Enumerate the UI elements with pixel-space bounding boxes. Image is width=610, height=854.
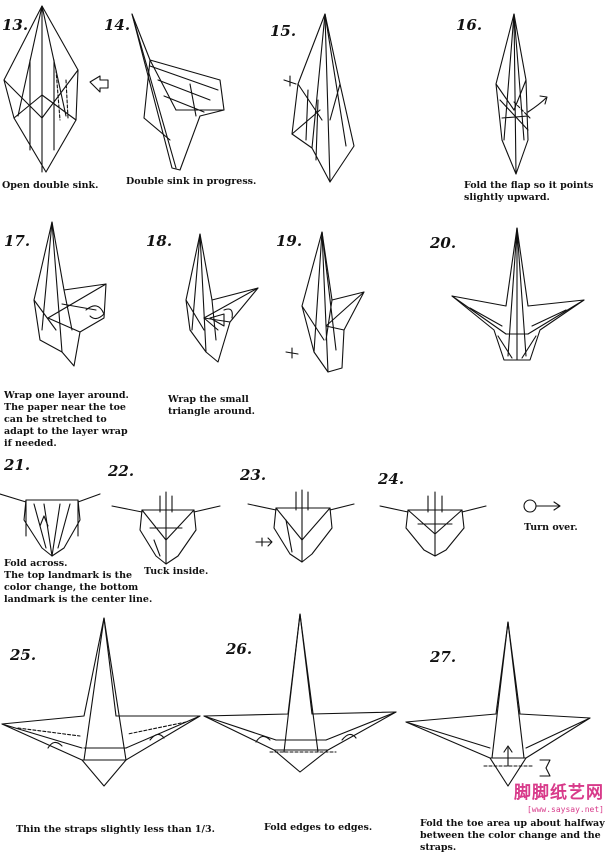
fold-up-arrow-icon: [503, 745, 513, 767]
watermark-logo: 脚脚纸艺网: [514, 783, 604, 803]
step-caption: Fold edges to edges.: [264, 822, 373, 833]
pleat-mark-icon: [283, 75, 297, 87]
watermark-url: [www.saysay.net]: [526, 805, 604, 814]
step-number: 17.: [4, 232, 31, 250]
step-15-figure: [283, 13, 355, 183]
step-number: 18.: [146, 232, 173, 250]
step-13-figure: [3, 5, 109, 173]
step-19-figure: [285, 231, 365, 373]
step-25-figure: [1, 617, 201, 787]
push-arrow-icon: [89, 75, 109, 93]
step-number: 15.: [270, 22, 297, 40]
step-number: 19.: [276, 232, 303, 250]
turn-over-caption: Turn over.: [524, 522, 578, 533]
step-caption: Double sink in progress.: [126, 176, 257, 187]
step-number: 16.: [456, 16, 483, 34]
step-caption: Tuck inside.: [144, 566, 209, 577]
turn-over-icon: [523, 499, 561, 513]
step-caption: Wrap one layer around. The paper near th…: [4, 390, 129, 449]
step-number: 14.: [104, 16, 131, 34]
watermark: 脚脚纸艺网 [www.saysay.net]: [484, 778, 604, 814]
fold-arrow-icon: [39, 515, 49, 527]
step-24-figure: [379, 491, 487, 557]
step-caption: Open double sink.: [2, 180, 99, 191]
fold-arrow-icon: [255, 735, 271, 743]
step-number: 27.: [430, 648, 457, 666]
fold-arrow-icon: [527, 97, 547, 113]
step-number: 26.: [226, 640, 253, 658]
step-23-figure: [247, 489, 355, 563]
step-number: 13.: [2, 16, 29, 34]
step-caption: Fold across. The top landmark is the col…: [4, 558, 153, 605]
step-14-figure: [131, 13, 225, 171]
step-17-figure: [33, 221, 107, 367]
step-caption: Thin the straps slightly less than 1/3.: [16, 824, 215, 835]
fold-arrow-icon: [149, 733, 165, 741]
step-21-figure: [0, 493, 101, 557]
fold-arrow-icon: [47, 741, 63, 749]
step-18-figure: [185, 233, 259, 363]
wrap-arrow-icon: [85, 305, 105, 320]
step-number: 22.: [108, 462, 135, 480]
step-22-figure: [111, 491, 221, 565]
step-number: 24.: [378, 470, 405, 488]
step-number: 23.: [240, 466, 267, 484]
step-caption: Fold the toe area up about halfway betwe…: [420, 818, 605, 853]
step-27-figure: [405, 621, 591, 787]
step-number: 21.: [4, 456, 31, 474]
step-caption: Wrap the small triangle around.: [168, 394, 255, 417]
step-20-figure: [451, 227, 585, 361]
step-16-figure: [495, 13, 548, 175]
wrap-arrow-icon: [223, 308, 233, 319]
fold-arrow-icon: [341, 733, 357, 741]
step-26-figure: [203, 613, 397, 773]
pleat-arrow-icon: [255, 537, 273, 547]
landmark-bracket-icon: [539, 759, 551, 777]
step-number: 20.: [430, 234, 457, 252]
pleat-mark-icon: [285, 347, 299, 359]
step-number: 25.: [10, 646, 37, 664]
step-caption: Fold the flap so it points slightly upwa…: [464, 180, 594, 203]
